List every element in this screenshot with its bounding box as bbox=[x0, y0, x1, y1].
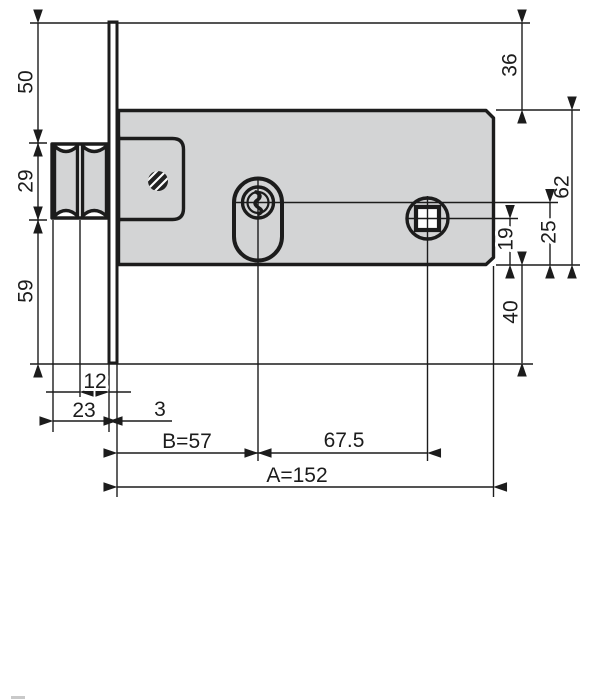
bolt-roller-right bbox=[80, 144, 109, 218]
bolt-roller-left bbox=[52, 144, 80, 218]
screw-slot-line bbox=[148, 171, 163, 186]
fixing-screw-icon bbox=[148, 171, 168, 191]
dimension-12: 12 bbox=[46, 367, 131, 397]
dim-label-40: 40 bbox=[500, 300, 523, 323]
dimension-case-length: A=152 bbox=[103, 464, 508, 492]
dimension-19: 19 bbox=[492, 204, 521, 279]
dimension-50: 50 bbox=[15, 9, 43, 157]
screw-slot-line bbox=[148, 171, 167, 190]
dim-label-50: 50 bbox=[15, 70, 38, 93]
dimension-23: 23 bbox=[39, 396, 123, 426]
dimension-29: 29 bbox=[15, 129, 43, 234]
dim-label-25: 25 bbox=[538, 220, 561, 243]
dim-label-backset: B=57 bbox=[162, 430, 212, 453]
dimension-3: 3 bbox=[103, 398, 172, 426]
dim-label-12: 12 bbox=[83, 370, 106, 393]
dim-label-59: 59 bbox=[15, 279, 38, 302]
extension-lines bbox=[29, 22, 580, 497]
screw-slot-line bbox=[151, 174, 168, 191]
dim-label-23: 23 bbox=[72, 399, 95, 422]
dimension-59: 59 bbox=[15, 206, 43, 378]
dim-label-3: 3 bbox=[154, 398, 166, 421]
dimension-40: 40 bbox=[500, 251, 527, 377]
dim-label-67-5: 67.5 bbox=[324, 429, 365, 452]
roller-bolt bbox=[50, 142, 111, 220]
dimension-67-5: 67.5 bbox=[244, 429, 442, 458]
keyhole-icon bbox=[253, 190, 264, 216]
dimension-25: 25 bbox=[535, 188, 564, 279]
faceplate bbox=[107, 20, 119, 365]
corner-artifact bbox=[11, 696, 25, 699]
dimension-62: 62 bbox=[551, 96, 577, 279]
dim-label-29: 29 bbox=[15, 169, 38, 192]
dim-label-36: 36 bbox=[499, 53, 522, 76]
dimension-backset: B=57 bbox=[103, 430, 272, 458]
dim-label-case-length: A=152 bbox=[266, 464, 327, 487]
dim-label-19: 19 bbox=[495, 227, 518, 250]
faceplate-bar bbox=[107, 20, 119, 365]
dim-label-62: 62 bbox=[551, 175, 574, 198]
dimension-36: 36 bbox=[499, 9, 527, 124]
